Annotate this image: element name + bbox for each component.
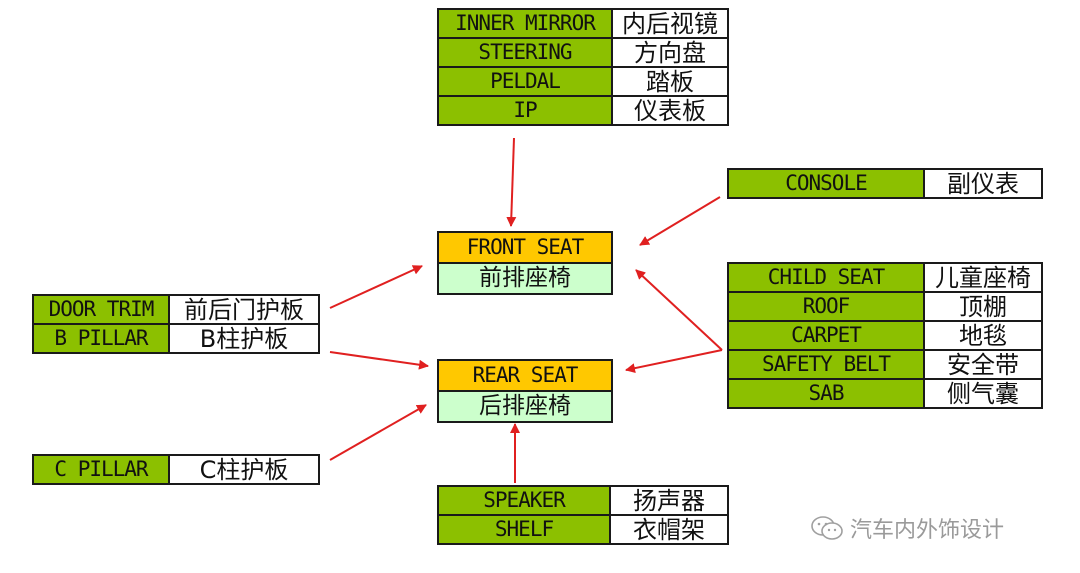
component-zh: 方向盘 bbox=[611, 37, 729, 68]
rear-seat-label-zh: 后排座椅 bbox=[437, 390, 613, 423]
component-en: PELDAL bbox=[437, 66, 613, 97]
watermark: 汽车内外饰设计 bbox=[810, 512, 1004, 544]
component-zh: 内后视镜 bbox=[611, 8, 729, 39]
component-en: CHILD SEAT bbox=[727, 262, 925, 293]
component-zh: 侧气囊 bbox=[923, 378, 1043, 409]
arrow-right-to-front-seat bbox=[635, 269, 723, 351]
component-zh: 地毯 bbox=[923, 320, 1043, 351]
component-en: SPEAKER bbox=[437, 485, 611, 516]
component-zh: C柱护板 bbox=[168, 454, 320, 485]
component-en: C PILLAR bbox=[32, 454, 170, 485]
table-row: INNER MIRROR 内后视镜 bbox=[437, 8, 729, 39]
rear-seat-label: REAR SEAT bbox=[437, 359, 613, 392]
bottom-component-table: SPEAKER 扬声器 SHELF 衣帽架 bbox=[437, 485, 729, 545]
component-en: CARPET bbox=[727, 320, 925, 351]
component-en: B PILLAR bbox=[32, 323, 170, 354]
watermark-text: 汽车内外饰设计 bbox=[850, 518, 1005, 543]
component-zh: 顶棚 bbox=[923, 291, 1043, 322]
component-zh: 衣帽架 bbox=[609, 514, 729, 545]
table-row: SAFETY BELT 安全带 bbox=[727, 349, 1043, 380]
table-row: B PILLAR B柱护板 bbox=[32, 323, 320, 354]
component-zh: 踏板 bbox=[611, 66, 729, 97]
component-en: SHELF bbox=[437, 514, 611, 545]
table-row: PELDAL 踏板 bbox=[437, 66, 729, 97]
component-en: CONSOLE bbox=[727, 168, 925, 199]
arrow-c-pillar-to-rear-seat bbox=[329, 404, 427, 461]
component-en: IP bbox=[437, 95, 613, 126]
arrow-ip-to-front-seat bbox=[506, 137, 517, 227]
wechat-icon bbox=[811, 516, 843, 540]
table-row: C PILLAR C柱护板 bbox=[32, 454, 320, 485]
table-row: CARPET 地毯 bbox=[727, 320, 1043, 351]
table-row: CONSOLE 副仪表 bbox=[727, 168, 1043, 199]
table-row: DOOR TRIM 前后门护板 bbox=[32, 294, 320, 325]
console-component-table: CONSOLE 副仪表 bbox=[727, 168, 1043, 199]
component-zh: B柱护板 bbox=[168, 323, 320, 354]
component-en: SAFETY BELT bbox=[727, 349, 925, 380]
component-en: ROOF bbox=[727, 291, 925, 322]
component-zh: 仪表板 bbox=[611, 95, 729, 126]
arrow-right-to-rear-seat bbox=[625, 349, 723, 374]
component-en: INNER MIRROR bbox=[437, 8, 613, 39]
component-zh: 儿童座椅 bbox=[923, 262, 1043, 293]
table-row: SAB 侧气囊 bbox=[727, 378, 1043, 409]
table-row: SPEAKER 扬声器 bbox=[437, 485, 729, 516]
table-row: IP 仪表板 bbox=[437, 95, 729, 126]
front-seat-label: FRONT SEAT bbox=[437, 231, 613, 264]
table-row: ROOF 顶棚 bbox=[727, 291, 1043, 322]
right-component-table: CHILD SEAT 儿童座椅 ROOF 顶棚 CARPET 地毯 SAFETY… bbox=[727, 262, 1043, 409]
front-seat-label-zh: 前排座椅 bbox=[437, 262, 613, 295]
component-zh: 扬声器 bbox=[609, 485, 729, 516]
top-component-table: INNER MIRROR 内后视镜 STEERING 方向盘 PELDAL 踏板… bbox=[437, 8, 729, 126]
c-pillar-component-table: C PILLAR C柱护板 bbox=[32, 454, 320, 485]
table-row: CHILD SEAT 儿童座椅 bbox=[727, 262, 1043, 293]
arrow-door-trim-to-front-seat bbox=[329, 265, 423, 309]
component-en: DOOR TRIM bbox=[32, 294, 170, 325]
table-row: SHELF 衣帽架 bbox=[437, 514, 729, 545]
arrow-b-pillar-to-rear-seat bbox=[329, 351, 429, 370]
component-zh: 前后门护板 bbox=[168, 294, 320, 325]
rear-seat-box: REAR SEAT 后排座椅 bbox=[437, 359, 613, 423]
component-zh: 安全带 bbox=[923, 349, 1043, 380]
front-seat-box: FRONT SEAT 前排座椅 bbox=[437, 231, 613, 295]
component-zh: 副仪表 bbox=[923, 168, 1043, 199]
left-component-table: DOOR TRIM 前后门护板 B PILLAR B柱护板 bbox=[32, 294, 320, 354]
component-en: STEERING bbox=[437, 37, 613, 68]
arrow-console-to-front-seat bbox=[639, 196, 721, 246]
component-en: SAB bbox=[727, 378, 925, 409]
table-row: STEERING 方向盘 bbox=[437, 37, 729, 68]
